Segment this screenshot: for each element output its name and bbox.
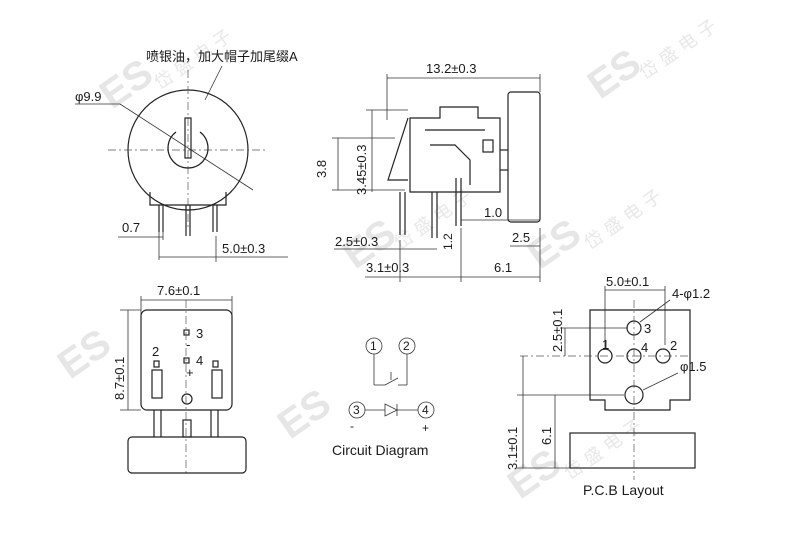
pcb-title: P.C.B Layout (583, 482, 664, 498)
power-symbol-arc (167, 131, 209, 169)
svg-text:2: 2 (670, 338, 677, 353)
side-body (409, 106, 501, 193)
dim-height-b: 3.45±0.3 (354, 144, 369, 195)
watermark-cn: 岱 盛 电 子 (561, 416, 646, 484)
dim-diameter-leader (119, 103, 254, 191)
circuit-diagram: 1 2 3 4 - + Circuit Diagram (332, 337, 435, 458)
pin-label-4: 4 (196, 353, 203, 368)
dim-1-0: 1.0 (484, 205, 502, 220)
front-body-base (149, 192, 227, 206)
svg-text:4: 4 (422, 403, 429, 417)
dim-3-1: 3.1±0.3 (366, 260, 409, 275)
note-leader (204, 65, 223, 101)
pcb-dim-width: 5.0±0.1 (606, 274, 649, 289)
pad-right (211, 369, 223, 399)
bottom-cap (127, 436, 247, 474)
plus-sign: + (186, 365, 194, 380)
dim-pin-pitch: 5.0±0.3 (222, 241, 265, 256)
bottom-body (140, 309, 233, 411)
minus-sign: - (186, 337, 190, 352)
watermark-cn: 岱 盛 电 子 (636, 16, 721, 84)
watermark-brand: ES (520, 211, 589, 278)
side-view: 13.2±0.3 3.8 3.45±0.3 1.0 1.2 2.5±0.3 2.… (314, 61, 541, 282)
note-label: 喷银油，加大帽子加尾缀A (146, 49, 298, 64)
power-symbol-bar (184, 117, 192, 159)
watermark-brand: ES (270, 381, 339, 448)
front-view: 喷银油，加大帽子加尾缀A φ9.9 0.7 5.0±0.3 (75, 49, 298, 262)
pcb-body-outline (589, 309, 691, 411)
dim-6-1: 6.1 (494, 260, 512, 275)
dim-2-5-tol: 2.5±0.3 (335, 234, 378, 249)
pad-left (151, 369, 163, 399)
svg-text:+: + (422, 421, 429, 435)
pin-label-3: 3 (196, 326, 203, 341)
dim-height: 8.7±0.1 (112, 357, 127, 400)
pcb-hole-spec: 4-φ1.2 (672, 286, 710, 301)
dim-width: 7.6±0.1 (157, 283, 200, 298)
pcb-dim-2-5: 2.5±0.1 (550, 309, 565, 352)
watermark-brand: ES (580, 41, 649, 108)
dim-height-a: 3.8 (314, 160, 329, 178)
pcb-dim-3-1: 3.1±0.1 (505, 427, 520, 470)
svg-text:-: - (350, 419, 354, 433)
side-cap (507, 91, 541, 223)
dim-diameter: φ9.9 (75, 89, 102, 104)
led-symbol (384, 403, 398, 417)
circuit-title: Circuit Diagram (332, 442, 428, 458)
pin-label-2: 2 (152, 344, 159, 359)
svg-text:1: 1 (370, 339, 377, 353)
pcb-layout: 5.0±0.1 4-φ1.2 1 2 3 4 φ1.5 2.5±0.1 3.1±… (505, 274, 710, 498)
svg-text:3: 3 (353, 403, 360, 417)
side-lever (387, 117, 409, 181)
dim-2-5: 2.5 (512, 230, 530, 245)
watermark-brand: ES (50, 321, 119, 388)
svg-text:3: 3 (644, 321, 651, 336)
pcb-cap-outline (569, 432, 696, 469)
bottom-view: 7.6±0.1 2 3 4 - + 8.7±0.1 (112, 283, 247, 475)
dim-overall-length: 13.2±0.3 (426, 61, 477, 76)
svg-text:2: 2 (403, 339, 410, 353)
watermark-cn: 岱 盛 电 子 (581, 186, 666, 254)
svg-text:4: 4 (641, 340, 648, 355)
dim-pin-offset: 0.7 (122, 220, 140, 235)
svg-text:1: 1 (602, 337, 609, 352)
switch-contact (384, 377, 399, 386)
pcb-hole-big-label: φ1.5 (680, 359, 707, 374)
pcb-dim-6-1: 6.1 (539, 427, 554, 445)
dim-1-2: 1.2 (441, 233, 455, 250)
